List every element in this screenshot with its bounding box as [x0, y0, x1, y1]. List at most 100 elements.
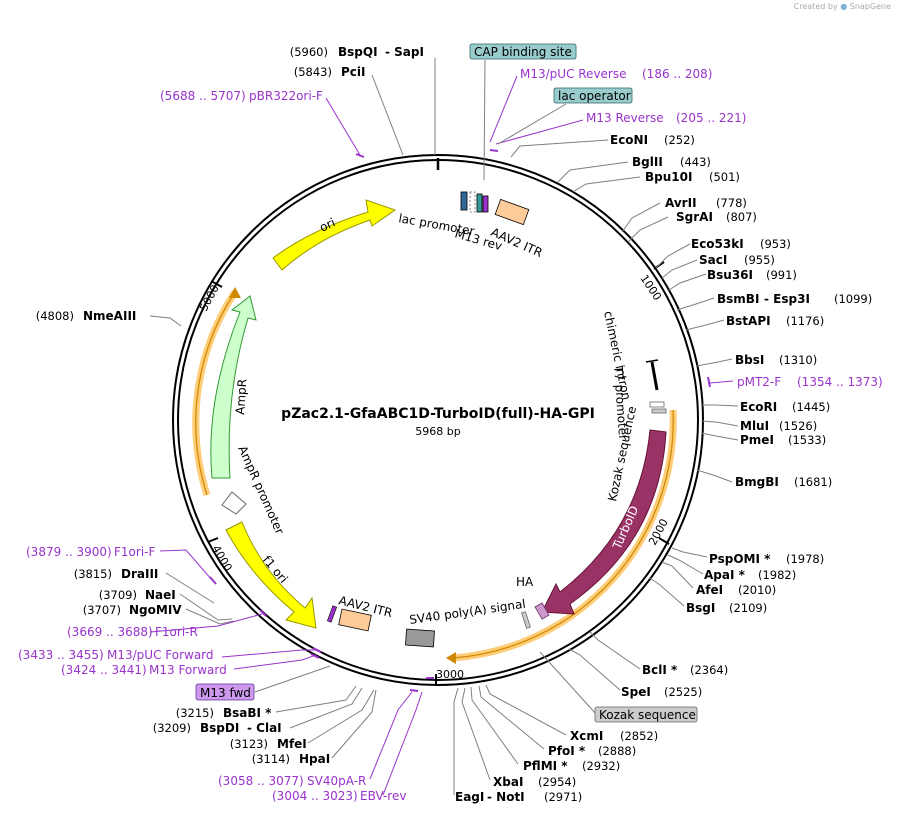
enzyme-afei: AfeI (2010): [696, 583, 776, 597]
sv40-polya-block: [405, 628, 435, 648]
ampr-promoter-label: AmpR promoter: [235, 444, 287, 537]
lac-promoter-block: [469, 191, 476, 213]
enzyme-bbsi: BbsI (1310): [735, 353, 817, 367]
enzyme-bmgbi: BmgBI (1681): [735, 475, 832, 489]
svg-text:F1ori-F: F1ori-F: [114, 545, 155, 559]
primer-m13-puc-reverse: M13/pUC Reverse (186 .. 208): [520, 67, 712, 81]
svg-text:(1526): (1526): [779, 419, 817, 433]
svg-text:(1176): (1176): [786, 314, 824, 328]
enzyme-bstapi: BstAPI (1176): [726, 314, 824, 328]
svg-text:(2954): (2954): [538, 775, 576, 789]
svg-text:M13 fwd: M13 fwd: [200, 686, 251, 700]
svg-text:Bsu36I: Bsu36I: [707, 268, 753, 282]
svg-text:SgrAI: SgrAI: [676, 210, 713, 224]
cap-site-block: [460, 191, 468, 211]
svg-text:(2364): (2364): [690, 663, 728, 677]
aav2-itr-top: [494, 198, 530, 226]
svg-text:pBR322ori-F: pBR322ori-F: [249, 89, 323, 103]
enzyme-sgrai: SgrAI (807): [676, 210, 757, 224]
svg-text:Bpu10I: Bpu10I: [645, 170, 692, 184]
svg-text:(5960): (5960): [290, 45, 328, 59]
svg-text:(991): (991): [766, 268, 797, 282]
enzyme-bsu36i: Bsu36I (991): [707, 268, 797, 282]
enzyme-pfoi: PfoI * (2888): [548, 744, 636, 758]
svg-text:BsmBI: BsmBI: [717, 292, 759, 306]
enzyme-apai: ApaI * (1982): [704, 568, 796, 582]
svg-text:MluI: MluI: [740, 419, 769, 433]
primer-m13-reverse: M13 Reverse (205 .. 221): [586, 111, 746, 125]
enzyme-pmei: PmeI (1533): [740, 433, 826, 447]
svg-text:(1533): (1533): [788, 433, 826, 447]
ampr-arrow: [210, 295, 257, 479]
enzyme-draiii: (3815) DraIII: [74, 567, 159, 581]
svg-text:(1354 .. 1373): (1354 .. 1373): [797, 375, 883, 389]
svg-text:- Esp3I: - Esp3I: [764, 292, 810, 306]
enzyme-ngomiv: (3707) NgoMIV: [83, 603, 183, 617]
svg-text:(807): (807): [726, 210, 757, 224]
svg-text:(953): (953): [760, 237, 791, 251]
svg-text:(2888): (2888): [598, 744, 636, 758]
svg-text:PmeI: PmeI: [740, 433, 774, 447]
m13-rev-block: [482, 195, 489, 213]
svg-text:PciI: PciI: [341, 65, 366, 79]
svg-text:(186 .. 208): (186 .. 208): [642, 67, 712, 81]
enzyme-bspqi: (5960) BspQI - SapI: [290, 45, 424, 59]
svg-text:ApaI *: ApaI *: [704, 568, 746, 582]
svg-text:BglII: BglII: [632, 155, 663, 169]
svg-text:(3209): (3209): [153, 721, 191, 735]
primer-pmt2-f: pMT2-F (1354 .. 1373): [737, 375, 883, 389]
snapgene-credit: Created by ● SnapGene: [794, 2, 891, 11]
svg-text:(3709): (3709): [99, 588, 137, 602]
svg-text:(1978): (1978): [786, 552, 824, 566]
svg-text:SpeI: SpeI: [621, 685, 651, 699]
svg-text:BmgBI: BmgBI: [735, 475, 779, 489]
box-kozak-sequence: Kozak sequence: [594, 706, 698, 723]
enzyme-bglii: BglII (443): [632, 155, 711, 169]
plasmid-length: 5968 bp: [415, 425, 460, 438]
ori-arrow: [272, 199, 397, 271]
svg-text:(2971): (2971): [544, 790, 582, 804]
svg-text:(3114): (3114): [252, 752, 290, 766]
svg-text:(1982): (1982): [758, 568, 796, 582]
enzyme-pspomi: PspOMI * (1978): [709, 552, 824, 566]
t7-promoter-block: [649, 401, 665, 408]
svg-text:(2010): (2010): [738, 583, 776, 597]
enzyme-econi: EcoNI (252): [610, 133, 695, 147]
snapgene-logo-icon: ●: [840, 2, 848, 11]
svg-text:(3215): (3215): [176, 706, 214, 720]
chimeric-intron-mark: [650, 361, 659, 391]
svg-text:(5843): (5843): [294, 65, 332, 79]
enzyme-xcmi: XcmI (2852): [570, 729, 658, 743]
svg-text:(1445): (1445): [792, 400, 830, 414]
svg-text:(205 .. 221): (205 .. 221): [676, 111, 746, 125]
svg-text:lac operator: lac operator: [558, 89, 631, 103]
enzyme-pflmi: PflMI * (2932): [523, 759, 620, 773]
turboid-arrow: [541, 429, 667, 615]
svg-text:(2932): (2932): [582, 759, 620, 773]
svg-text:- SapI: - SapI: [385, 45, 424, 59]
enzyme-eagi: EagI - NotI (2971): [455, 790, 582, 804]
enzyme-bsgi: BsgI (2109): [686, 601, 767, 615]
svg-text:AfeI: AfeI: [696, 583, 723, 597]
svg-text:MfeI: MfeI: [277, 737, 307, 751]
svg-text:AvrII: AvrII: [665, 196, 697, 210]
kozak-block-1: [651, 408, 667, 414]
svg-text:(3123): (3123): [230, 737, 268, 751]
svg-text:XcmI: XcmI: [570, 729, 603, 743]
svg-text:(501): (501): [709, 170, 740, 184]
tick-label-3000: 3000: [436, 668, 464, 681]
svg-text:(778): (778): [716, 196, 747, 210]
svg-text:EagI: EagI: [455, 790, 484, 804]
box-cap-binding-site: CAP binding site: [469, 43, 577, 60]
svg-text:(1681): (1681): [794, 475, 832, 489]
svg-text:(5688 .. 5707): (5688 .. 5707): [160, 89, 246, 103]
svg-text:XbaI: XbaI: [493, 775, 523, 789]
svg-text:M13 Reverse: M13 Reverse: [586, 111, 664, 125]
credit-prefix: Created by: [793, 2, 838, 11]
svg-text:DraIII: DraIII: [121, 567, 158, 581]
enzyme-leader-lines: [149, 58, 739, 795]
primer-marks: [209, 149, 711, 692]
tick-label-4000: 4000: [209, 543, 234, 574]
